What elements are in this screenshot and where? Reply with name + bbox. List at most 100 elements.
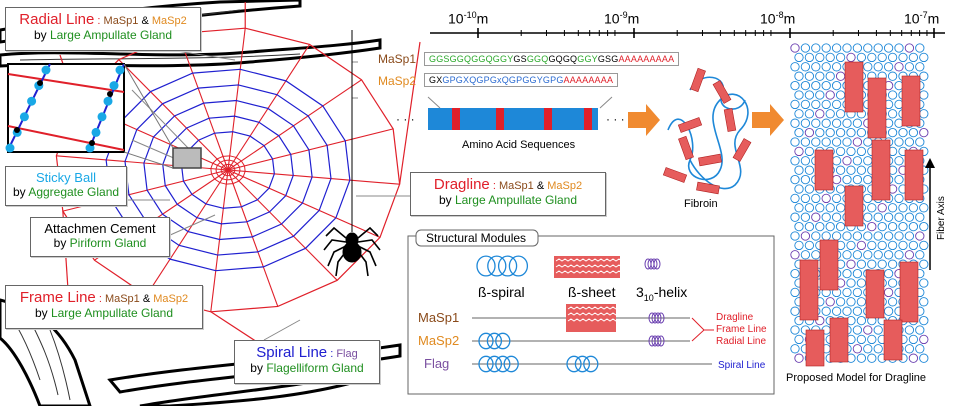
fibroin-sheet [696, 181, 720, 195]
spiral-line-label: Spiral Line : Flag by Flagelliform Gland [234, 340, 380, 384]
coil [835, 165, 846, 175]
coil [835, 109, 846, 119]
sticky-by: by [12, 185, 29, 199]
radial-line [227, 79, 362, 171]
radial-line [177, 33, 229, 171]
coil [873, 344, 883, 354]
spiral-coil [478, 355, 494, 373]
coil [800, 99, 811, 110]
radial-gland: Large Ampullate Gland [49, 28, 173, 42]
spiral-coil [495, 355, 511, 373]
sticky-ball [41, 65, 51, 75]
sticky-ball [103, 96, 113, 106]
sticky-ball [115, 65, 125, 75]
masp2-seq-label: MaSp2 [378, 74, 417, 88]
coil [908, 127, 919, 138]
coil [894, 250, 904, 260]
output-dragline: Dragline [716, 312, 754, 323]
coil [894, 231, 904, 241]
modules-title: Structural Modules [426, 231, 527, 245]
coil [919, 259, 929, 269]
helix-coil [650, 258, 658, 270]
spiral-line [143, 99, 313, 241]
frame-protein-2: MaSp2 [153, 293, 189, 305]
frame-line-title: Frame Line [19, 289, 96, 306]
coil [800, 62, 811, 72]
radial-line [227, 169, 381, 238]
fibroin-sheet [723, 108, 737, 132]
coil [919, 52, 929, 63]
coil [846, 165, 856, 175]
coil [863, 43, 873, 53]
spiral-coil [478, 332, 494, 350]
coil [842, 137, 852, 147]
frame-line-label: Frame Line : MaSp1 & MaSp2 by Large Ampu… [5, 285, 203, 329]
coil [794, 334, 804, 345]
coil [919, 221, 929, 232]
coil [863, 231, 873, 241]
coil [919, 278, 929, 288]
coil [887, 52, 898, 63]
coil [852, 231, 863, 241]
coil [842, 268, 852, 279]
coil [790, 174, 800, 185]
beta-sheet-block [814, 149, 834, 191]
coil [877, 259, 887, 269]
model-caption: Proposed Model for Dragline [786, 372, 927, 384]
spiral-gland: Flagelliform Gland [266, 361, 364, 375]
coil [815, 52, 825, 63]
coil [919, 240, 929, 251]
coil [883, 306, 894, 316]
coil [919, 297, 929, 307]
frame-by: by [34, 306, 51, 320]
amino-acid-caption: Amino Acid Sequences [462, 139, 576, 151]
fibroin-chain [667, 93, 749, 190]
coil [790, 156, 800, 166]
beta-sheet-block [799, 259, 819, 321]
coil [790, 43, 800, 53]
coil [831, 306, 842, 316]
coil [883, 212, 894, 222]
masp2-sequence: GXGPGXQGPGxQGPGGYGPGAAAAAAAA [424, 73, 619, 87]
helix-coil [657, 312, 665, 324]
coil [915, 344, 925, 354]
coil [825, 221, 835, 232]
coil [877, 52, 887, 63]
coil [852, 156, 863, 166]
coil [904, 62, 915, 72]
coil [856, 165, 867, 175]
hub-ring [210, 155, 246, 185]
coil [873, 62, 883, 72]
sheet-wave [555, 270, 623, 274]
radial-line [118, 59, 229, 171]
coil [887, 71, 898, 81]
sticky-ball-label: Sticky Ball by Aggregate Gland [5, 166, 127, 206]
coil [904, 137, 915, 147]
coil [863, 62, 873, 72]
coil [846, 259, 856, 269]
coil [825, 90, 835, 100]
coil [867, 52, 877, 63]
coil [790, 306, 800, 316]
fibroin-sheet [690, 67, 706, 93]
dragline-amp: & [533, 180, 548, 192]
coil [804, 52, 815, 63]
coil [790, 118, 800, 128]
coil [915, 231, 925, 241]
coil [800, 212, 811, 222]
coil [811, 231, 821, 241]
coil [794, 221, 804, 232]
coil [919, 334, 929, 345]
fiber-axis-label: Fiber Axis [936, 196, 947, 240]
spiral-coil [476, 255, 496, 277]
radial-by: by [33, 28, 50, 42]
sticky-ball [5, 143, 15, 153]
coil [919, 127, 929, 138]
fibroin-sheet [698, 153, 722, 167]
sticky-ball [27, 96, 37, 106]
spiral-coil [508, 255, 529, 277]
masp1-segment: GGY [577, 54, 598, 64]
masp1-segment: GGSGGQGGQGGY [429, 54, 514, 64]
coil [915, 43, 925, 53]
coil [919, 315, 929, 326]
